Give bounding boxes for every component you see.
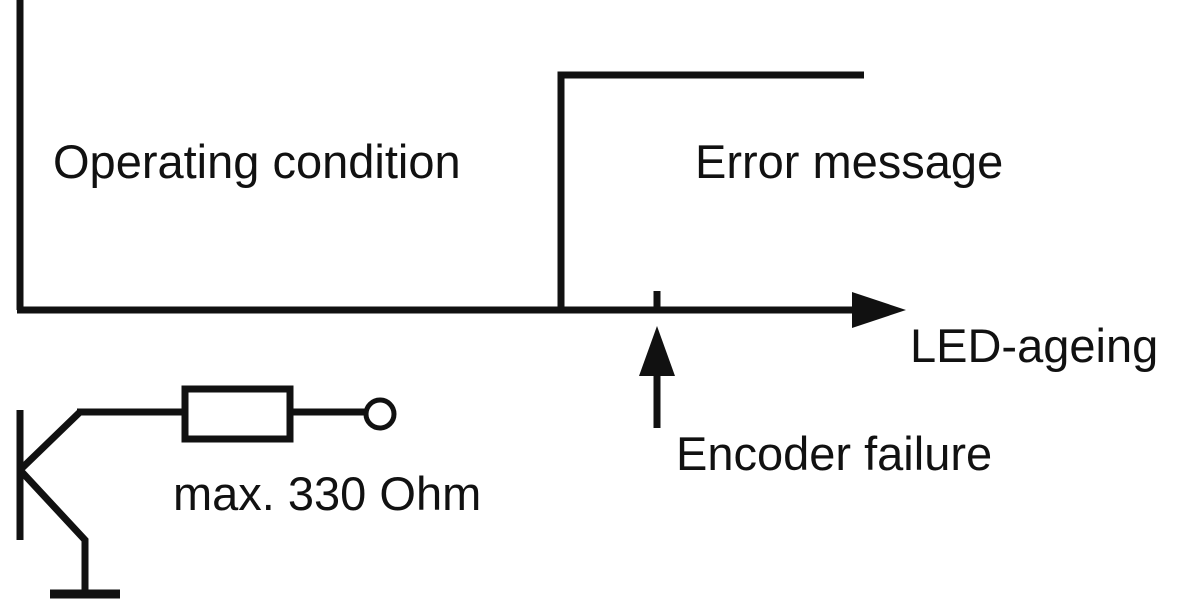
resistor-symbol (181, 385, 294, 443)
encoder-failure-pointer-arrowhead (639, 326, 675, 376)
transistor-output-circuit (16, 385, 397, 599)
output-terminal (363, 397, 397, 431)
led-ageing-axis-label: LED-ageing (910, 319, 1158, 372)
error-message-label: Error message (695, 135, 1003, 188)
transistor-collector-lead (17, 409, 83, 473)
signal-step-line (557, 71, 864, 310)
encoder-failure-label: Encoder failure (676, 427, 992, 480)
operating-condition-label: Operating condition (53, 135, 461, 188)
axis-arrowhead (852, 292, 906, 328)
state-diagram (16, 0, 864, 428)
transistor-emitter-lead (17, 467, 89, 594)
resistor-value-label: max. 330 Ohm (173, 467, 481, 520)
